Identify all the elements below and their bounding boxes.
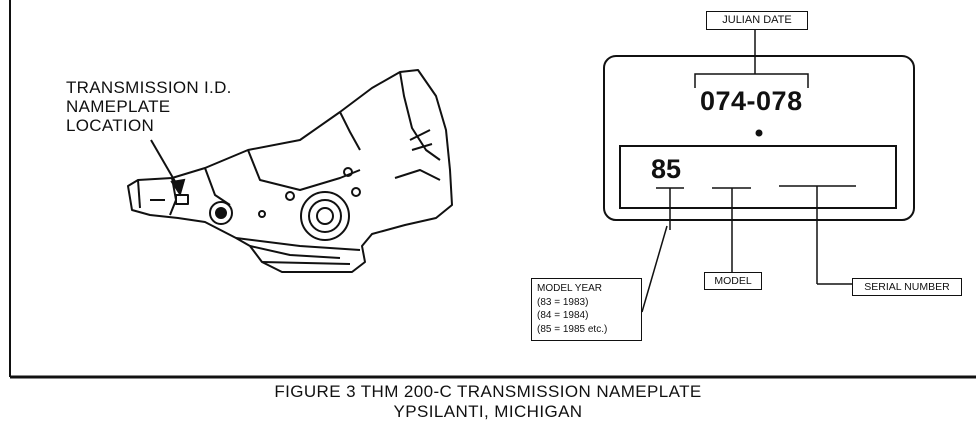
location-label-line: TRANSMISSION I.D. (66, 78, 232, 97)
model-callout (712, 187, 751, 272)
location-label-line: NAMEPLATE (66, 97, 171, 116)
serial-callout (779, 185, 856, 285)
model-year-legend-line: (85 = 1985 etc.) (537, 323, 608, 335)
location-pointer (150, 139, 186, 197)
model-label: MODEL (704, 272, 762, 290)
model-year-legend-line: (84 = 1984) (537, 310, 589, 321)
serial-number-label: SERIAL NUMBER (852, 278, 962, 296)
model-year-value: 85 (651, 154, 682, 184)
model-year-legend-line: (83 = 1983) (537, 296, 589, 308)
julian-date-label: JULIAN DATE (706, 11, 808, 30)
nameplate-outline (603, 55, 915, 221)
model-year-legend-line: MODEL YEAR (537, 283, 603, 294)
model-year-legend: MODEL YEAR (83 = 1983) (84 = 1984) (85 =… (531, 278, 642, 341)
julian-date-bracket (694, 28, 809, 88)
julian-date-value: 074-078 (700, 86, 803, 116)
location-label-line: LOCATION (66, 116, 155, 135)
figure-caption-location: YPSILANTI, MICHIGAN (393, 402, 583, 421)
nameplate-location-label: TRANSMISSION I.D. NAMEPLATE LOCATION (66, 78, 232, 135)
model-year-callout (641, 187, 684, 313)
figure-caption: FIGURE 3 THM 200-C TRANSMISSION NAMEPLAT… (274, 382, 702, 401)
page-frame (9, 0, 976, 379)
